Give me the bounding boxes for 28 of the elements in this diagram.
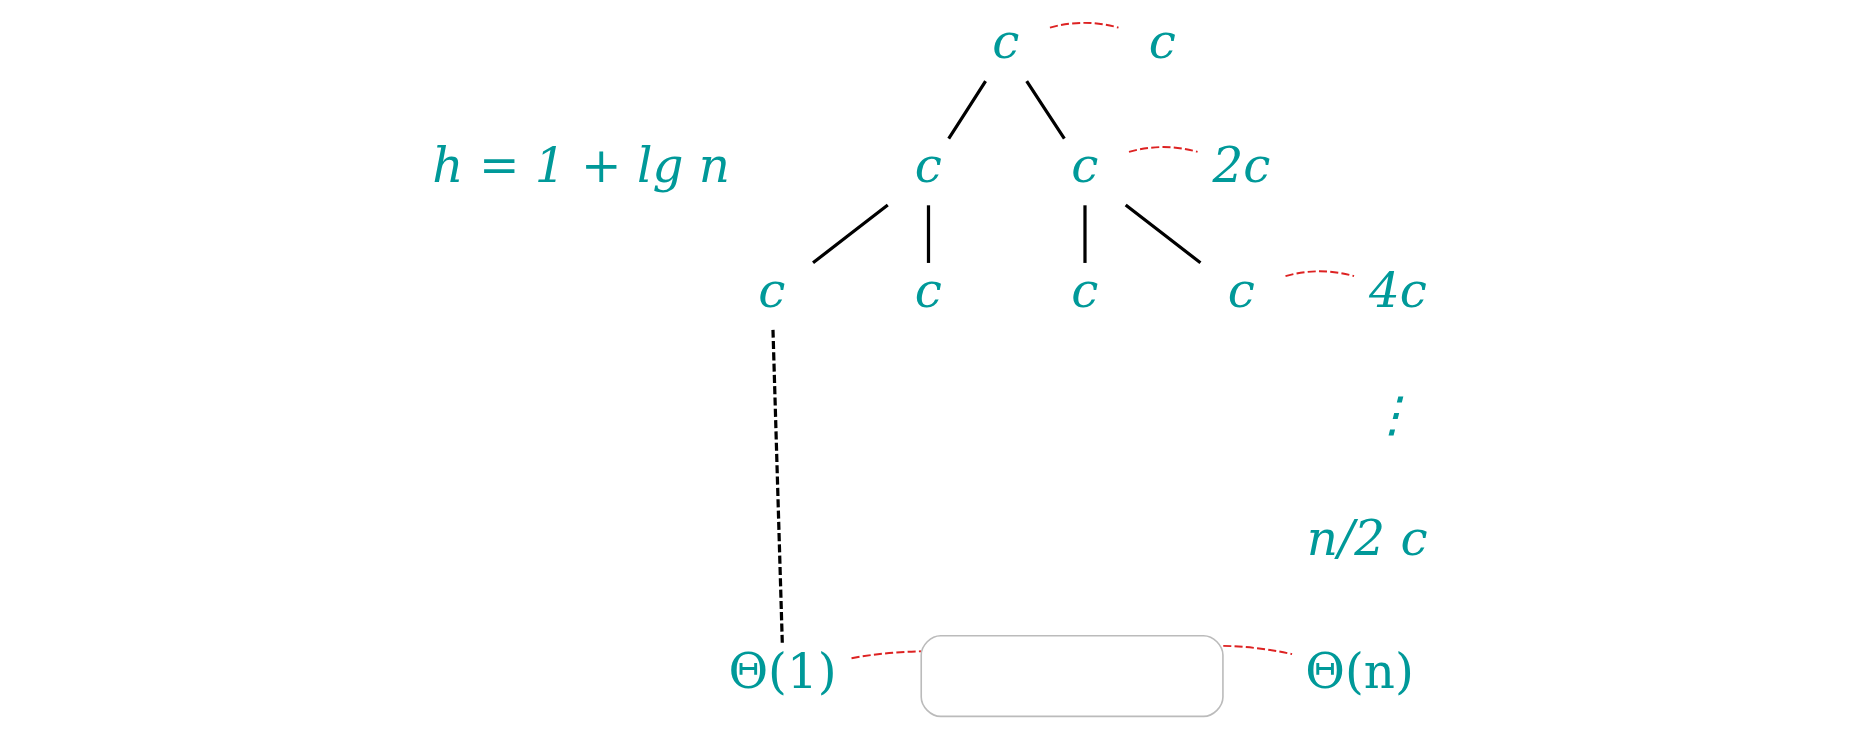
connector (850, 650, 922, 660)
node-box (919, 634, 1224, 718)
node-text: c (757, 261, 785, 318)
node-text: c (1227, 261, 1255, 318)
connector (946, 80, 987, 140)
node-text: c (1070, 261, 1098, 318)
node-text: Θ(n) (1304, 643, 1414, 700)
node-text: c (1148, 13, 1176, 70)
connector (1124, 203, 1201, 265)
connector (1082, 205, 1087, 263)
node-text: c (1070, 137, 1098, 194)
connector (770, 329, 784, 643)
connector (1221, 644, 1293, 656)
connector (1048, 21, 1119, 29)
label: h = 1 + lg n (431, 137, 730, 194)
label: n/2 c (1306, 510, 1428, 567)
label: ⋮ (1367, 385, 1416, 442)
node-text: Θ(1) (727, 643, 837, 700)
connector (926, 205, 930, 263)
connector (1284, 270, 1355, 278)
node-text: c (914, 261, 942, 318)
connector (1127, 146, 1198, 153)
connector (811, 203, 889, 265)
node-text: c (991, 13, 1019, 70)
node-text: c (914, 137, 942, 194)
node-text: 4c (1368, 261, 1427, 318)
connector (1024, 80, 1066, 140)
node-text: 2c (1211, 137, 1270, 194)
